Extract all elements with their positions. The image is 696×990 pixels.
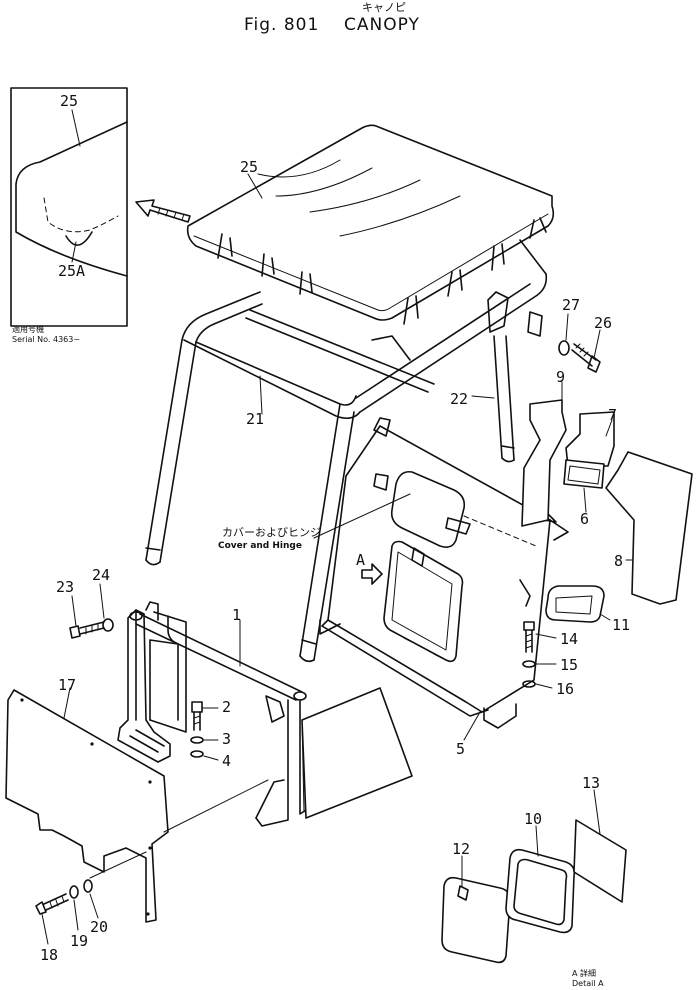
detail-a-en: Detail A (572, 979, 604, 988)
part-2-label: 2 (222, 698, 231, 716)
bolt-23-nut-24 (69, 618, 114, 639)
part-14-label: 14 (560, 630, 578, 648)
detail-a-group (441, 819, 627, 964)
part-9-label: 9 (556, 368, 565, 386)
inset-arrow (135, 199, 191, 223)
part-11-label: 11 (612, 616, 630, 634)
front-plate (5, 689, 269, 923)
bolt-14-washers-15-16 (522, 621, 536, 688)
part-7-label: 7 (608, 406, 617, 424)
canopy-frame (145, 239, 548, 663)
callout-jp: カバーおよびヒンジ (222, 526, 321, 539)
serial-label-jp: 適用号機 (12, 324, 44, 334)
front-guard-frame (117, 601, 413, 827)
part-10-label: 10 (524, 810, 542, 828)
inset-label-25: 25 (60, 92, 78, 110)
part-23-label: 23 (56, 578, 74, 596)
figure-title: CANOPY (344, 15, 420, 35)
inset-detail: 25 25A 適用号機 Serial No. 4363~ (10, 87, 128, 344)
part-labels: 1 2 3 4 5 6 7 8 9 10 11 12 13 14 15 16 1… (40, 158, 630, 964)
part-4-label: 4 (222, 752, 231, 770)
part-6-label: 6 (580, 510, 589, 528)
leader-lines (41, 173, 633, 945)
part-27-label: 27 (562, 296, 580, 314)
front-panel (319, 417, 569, 729)
bolt-18-washers-19-20 (35, 879, 93, 915)
part-16-label: 16 (556, 680, 574, 698)
figure-title-jp: キャノピ (362, 1, 406, 14)
part-22-label: 22 (450, 390, 468, 408)
inset-leader-25a (71, 241, 77, 263)
part-21-label: 21 (246, 410, 264, 428)
part-5-label: 5 (456, 740, 465, 758)
inset-leader-25 (71, 109, 81, 147)
serial-number: Serial No. 4363~ (12, 335, 80, 344)
part-18-label: 18 (40, 946, 58, 964)
figure-number: Fig. 801 (244, 15, 319, 35)
cover-hinge-callout: カバーおよびヒンジ Cover and Hinge (218, 493, 411, 551)
part-19-label: 19 (70, 932, 88, 950)
view-a-label: A (356, 551, 365, 569)
roof-panel (186, 124, 555, 325)
part-1-label: 1 (232, 606, 241, 624)
callout-en: Cover and Hinge (218, 541, 302, 551)
part-25-label: 25 (240, 158, 258, 176)
part-17-label: 17 (58, 676, 76, 694)
side-panels (521, 399, 693, 623)
part-15-label: 15 (560, 656, 578, 674)
part-20-label: 20 (90, 918, 108, 936)
part-12-label: 12 (452, 840, 470, 858)
part-26-label: 26 (594, 314, 612, 332)
part-3-label: 3 (222, 730, 231, 748)
inset-frame (10, 87, 128, 327)
inset-hidden-line (43, 197, 119, 233)
detail-a-jp: A 詳細 (572, 968, 596, 978)
bolt-2-washers-3-4 (190, 701, 204, 758)
part-13-label: 13 (582, 774, 600, 792)
inset-roof-edge (15, 121, 128, 185)
inset-clip (65, 231, 93, 246)
inset-label-25a: 25A (58, 262, 85, 280)
part-24-label: 24 (92, 566, 110, 584)
part-8-label: 8 (614, 552, 623, 570)
view-a-arrow: A (356, 551, 383, 585)
inset-roof-side (15, 183, 128, 277)
bolt-26-washer-27 (558, 340, 601, 373)
